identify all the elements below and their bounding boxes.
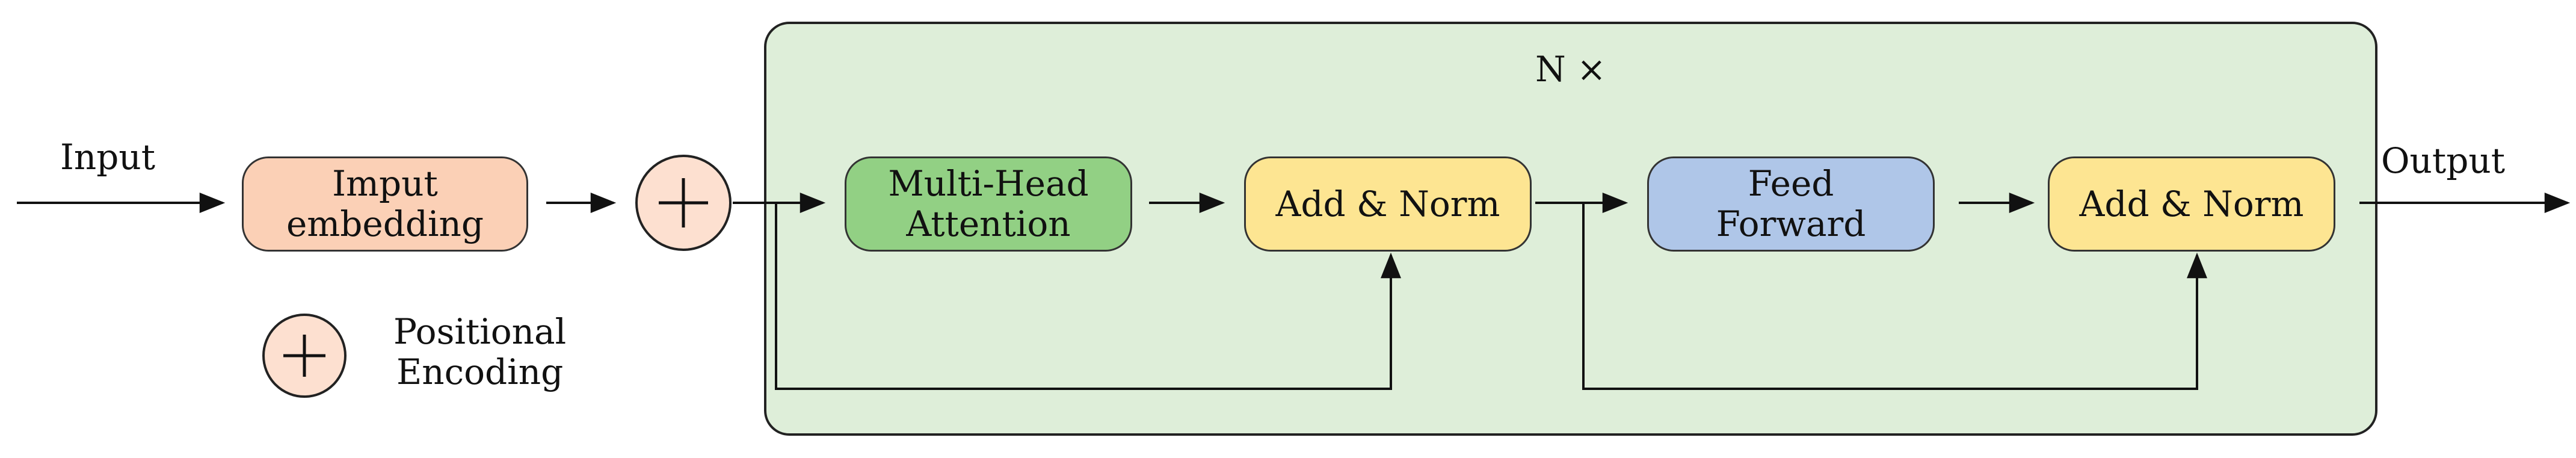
legend-line2: Encoding	[396, 351, 564, 392]
input-embedding-line1: Imput	[332, 163, 438, 205]
legend-label: Positional Encoding	[393, 312, 566, 392]
repeat-label: N ×	[1535, 49, 1606, 90]
legend-line1: Positional	[393, 311, 567, 352]
output-label: Output	[2381, 140, 2506, 181]
transformer-block	[764, 22, 2377, 436]
input-embedding-line2: embedding	[286, 203, 484, 244]
add-norm-box-1: Add & Norm	[1244, 156, 1532, 252]
input-label: Input	[60, 137, 156, 178]
attention-line2: Attention	[906, 203, 1071, 244]
add-norm-box-2: Add & Norm	[2048, 156, 2335, 252]
add-norm-1-label: Add & Norm	[1275, 183, 1500, 224]
attention-line1: Multi-Head	[888, 163, 1089, 205]
feed-forward-line1: Feed	[1748, 163, 1834, 205]
feed-forward-line2: Forward	[1716, 203, 1866, 244]
multi-head-attention-box: Multi-Head Attention	[845, 156, 1132, 252]
residual-connection-2	[1582, 203, 2207, 390]
input-embedding-box: Imput embedding	[242, 156, 528, 252]
feed-forward-box: Feed Forward	[1647, 156, 1935, 252]
residual-connection-1	[775, 203, 1401, 390]
add-norm-2-label: Add & Norm	[2079, 183, 2304, 224]
